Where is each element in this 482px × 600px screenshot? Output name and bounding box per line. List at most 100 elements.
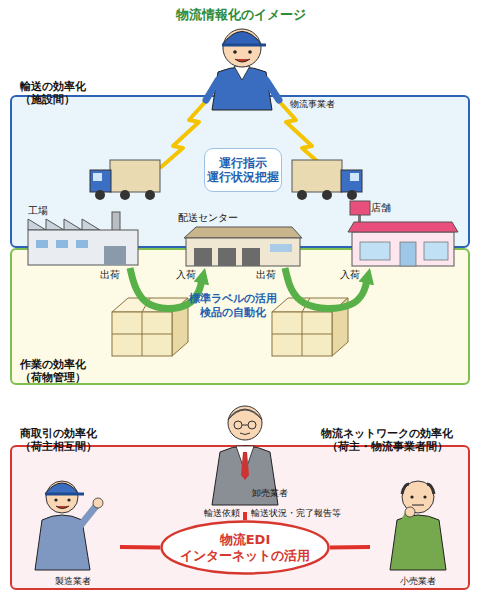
cardboard-boxes-part [272,334,332,335]
diagram-title: 物流情報化のイメージ [0,6,482,24]
person-label: 小売業者 [370,576,465,587]
distribution-center-building-part [184,227,302,238]
factory-building-part [104,246,126,265]
factory-building-part [76,240,88,248]
wholesaler-person-part [234,421,242,429]
carrier-person-part [222,44,266,47]
manufacturer-person-part [45,493,84,496]
flow-label: 出荷 [100,269,120,281]
store-building-part [352,232,454,266]
wholesaler-person-part [248,421,256,429]
store-building-part [348,222,458,232]
factory-building-part [56,240,68,248]
facility-label: 店舗 [371,202,391,214]
wholesaler-person-part [240,433,250,435]
cardboard-boxes-part [112,312,172,356]
manufacturer-person-part [93,498,103,508]
carrier-person-part [235,59,250,62]
facility-label: 配送センター [178,212,238,224]
distribution-center-building-part [186,238,300,266]
truck-part [95,190,105,200]
retailer-person-part [405,507,415,517]
factory-building-part [36,240,48,248]
person-label: 物流事業者 [290,99,335,110]
network-line [243,512,247,520]
carrier-person-part [212,67,272,110]
box-label: 運行指示 運行状況把握 [205,156,281,185]
truck-part [322,190,332,200]
distribution-center-building [184,227,302,266]
band-heading: 輸送の効率化 （施設間） [20,80,112,106]
facility: 配送センター [178,212,303,268]
retailer-person-part [412,505,424,506]
store-building-part [424,242,448,260]
band-heading: 商取引の効率化 （荷主相互間） [20,427,112,453]
band-heading: 物流ネットワークの効率化 （荷主・物流事業者間） [312,427,462,453]
carrier-person-part [248,50,252,54]
ellipse-label: 物流EDI インターネットの活用 [170,531,320,564]
process-ellipse: 物流EDI インターネットの活用 [160,520,330,575]
manufacturer-person-part [56,506,69,509]
store-building-part [400,242,416,266]
carrier-person-part [222,32,262,46]
manufacturer-person-part [46,481,78,513]
wholesaler-person-part [228,409,262,420]
manufacturer-person-part [54,498,57,501]
store-building-part [360,242,390,260]
band: 商取引の効率化 （荷主相互間）物流ネットワークの効率化 （荷主・物流事業者間）卸… [10,445,470,590]
network-line [120,545,160,550]
wholesaler-person-part [228,406,262,440]
flow-label: 出荷 [256,269,276,281]
retailer-person-part [410,495,413,498]
cardboard-boxes-part [272,312,332,356]
truck-part [297,190,307,200]
line-note: 輸送状況・完了報告等 [251,508,341,519]
carrier-person [206,29,279,110]
retailer-person-part [390,515,446,570]
truck-part [110,160,160,192]
ellipse-outline [162,522,329,574]
truck-part [145,190,155,200]
truck-part [292,160,342,192]
distribution-center-building-part [194,248,212,266]
flow-label: 入荷 [176,269,196,281]
truck-part [347,190,357,200]
truck-part [90,170,111,192]
facility: 工場 [20,205,145,268]
flow-label: 入荷 [340,269,360,281]
cardboard-boxes-part [112,334,172,335]
truck-part [341,170,362,192]
wholesaler-person-part [242,425,248,426]
flow-arrow [285,268,368,308]
band-heading: 作業の効率化 （荷物管理） [20,358,112,384]
carrier-person-part [223,29,261,67]
network-line [330,545,370,550]
truck-part [93,173,102,181]
distribution-center-building-part [242,248,260,266]
person-figure: 卸売業者 [190,400,300,512]
truck-part [120,190,130,200]
store-building-part [350,201,370,215]
carrier-person-part [233,50,237,54]
wholesaler-person-part [241,452,249,480]
retailer-person-part [423,495,426,498]
manufacturer-person-part [67,498,70,501]
truck-part [350,173,359,181]
factory-building-part [112,212,120,232]
factory-building-part [28,230,138,265]
distribution-center-building-part [218,248,236,266]
process-box: 運行指示 運行状況把握 [204,148,282,192]
note-label: 標準ラベルの活用 検品の自動化 [185,292,280,320]
person-figure: 製造業者 [25,465,120,587]
person-label: 卸売業者 [252,488,288,499]
person-figure: 小売業者 [370,465,465,587]
flow-arrow [130,268,203,308]
line-note: 輸送依頼 [204,508,240,519]
person-label: 製造業者 [25,576,120,587]
person-figure: 物流事業者 [200,22,335,110]
distribution-center-building-part [270,244,292,252]
facility: 店舗 [345,200,460,268]
facility-label: 工場 [28,205,48,217]
carrier-person-part [234,66,250,80]
